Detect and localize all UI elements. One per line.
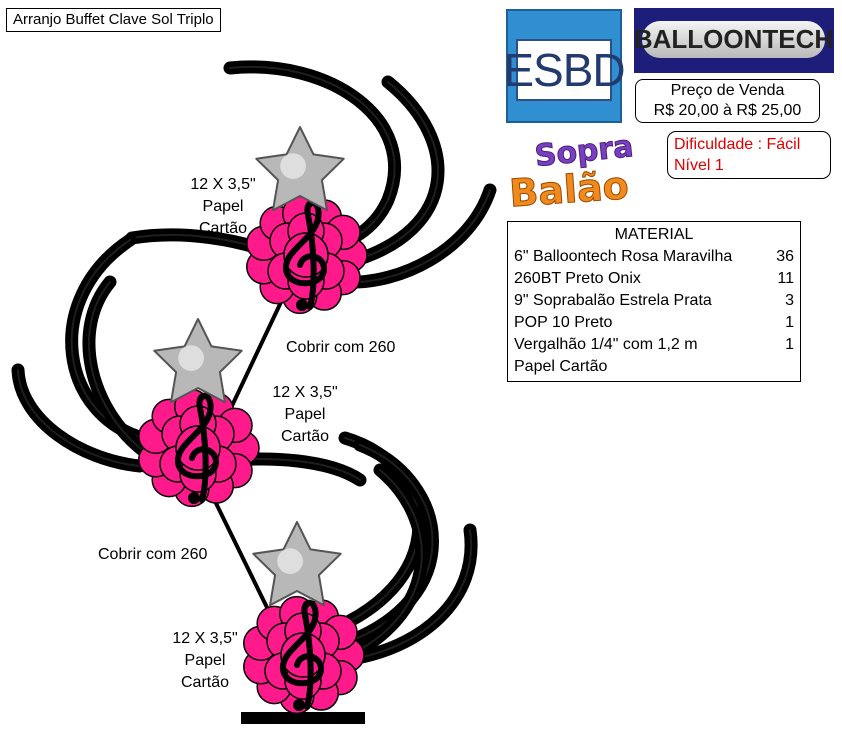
star-highlight bbox=[178, 345, 204, 371]
treble-clef-dot bbox=[296, 299, 308, 311]
cover-note-lower: Cobrir com 260 bbox=[98, 546, 208, 563]
tier-top-label: 12 X 3,5" Papel Cartão bbox=[190, 176, 256, 237]
treble-clef-dot bbox=[293, 699, 305, 711]
base-plate bbox=[241, 712, 365, 724]
material-header: MATERIAL bbox=[614, 226, 694, 243]
material-row: Papel Cartão bbox=[514, 358, 608, 375]
black-balloon-arc-shine bbox=[339, 444, 434, 646]
treble-clef-dot bbox=[188, 492, 200, 504]
cover-note-upper: Cobrir com 260 bbox=[286, 339, 396, 356]
balloontech-logo: BALLOONTECH bbox=[634, 8, 834, 73]
sopra-logo-line2: Balão bbox=[508, 163, 630, 210]
price-value: R$ 20,00 à R$ 25,00 bbox=[653, 102, 802, 119]
black-balloon-arc bbox=[343, 75, 445, 269]
black-balloon-arc-shine bbox=[344, 529, 473, 661]
difficulty-tier: Nível 1 bbox=[674, 157, 724, 174]
black-balloon-arc bbox=[343, 463, 429, 662]
support-rod-upper bbox=[228, 299, 284, 411]
black-balloon-arc bbox=[333, 438, 439, 652]
black-balloon-arc-shine bbox=[17, 369, 141, 467]
price-box: Preço de Venda R$ 20,00 à R$ 25,00 bbox=[635, 79, 820, 123]
tier-middle-label: 12 X 3,5" Papel Cartão bbox=[272, 384, 338, 445]
price-label: Preço de Venda bbox=[670, 82, 785, 99]
difficulty-level: Dificuldade : Fácil bbox=[674, 136, 801, 153]
difficulty-box: Dificuldade : Fácil Nível 1 bbox=[667, 131, 831, 179]
sopra-balao-logo: Sopra Balão bbox=[507, 130, 635, 210]
treble-clef bbox=[280, 599, 325, 710]
tier-bottom-label: 12 X 3,5" Papel Cartão bbox=[172, 630, 238, 691]
black-balloon-arc-shine bbox=[88, 281, 146, 453]
black-balloon-arc bbox=[82, 275, 152, 459]
page-title: Arranjo Buffet Clave Sol Triplo bbox=[6, 8, 221, 32]
black-balloon-arc-shine bbox=[349, 81, 439, 263]
star-highlight bbox=[277, 548, 303, 574]
black-balloon-arc bbox=[11, 363, 147, 473]
treble-clef bbox=[283, 199, 328, 310]
treble-clef bbox=[175, 392, 220, 503]
black-balloon-arc bbox=[338, 523, 478, 667]
black-balloon-arc bbox=[338, 183, 497, 289]
esbd-logo: ESBD bbox=[503, 9, 626, 123]
esbd-logo-text: ESBD bbox=[503, 44, 625, 96]
black-balloon-arc-shine bbox=[349, 469, 423, 656]
balloontech-logo-text: BALLOONTECH bbox=[633, 24, 834, 54]
star-highlight bbox=[280, 153, 306, 179]
black-balloon-arc-shine bbox=[344, 189, 491, 284]
